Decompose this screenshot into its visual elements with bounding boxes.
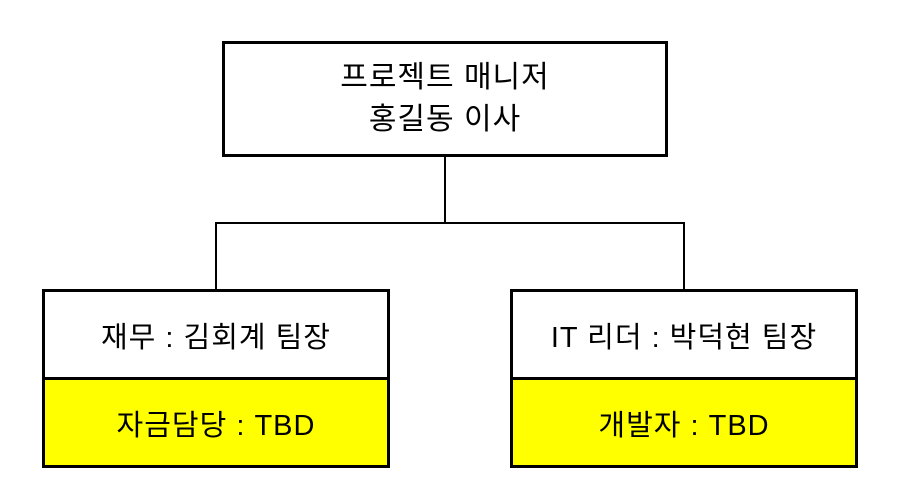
connector-horizontal-line — [215, 222, 685, 224]
finance-node-sub-highlighted: 자금담당 : TBD — [45, 377, 387, 465]
connector-root-drop-line — [444, 157, 446, 224]
root-node-project-manager: 프로젝트 매니저 홍길동 이사 — [222, 41, 668, 157]
it-node-sub-highlighted: 개발자 : TBD — [513, 377, 855, 465]
finance-node-title: 재무 : 김회계 팀장 — [101, 321, 331, 354]
finance-node: 재무 : 김회계 팀장 자금담당 : TBD — [42, 289, 390, 468]
root-node-title: 프로젝트 매니저 — [340, 61, 550, 94]
it-node-title: IT 리더 : 박덕현 팀장 — [550, 321, 818, 354]
root-node-person: 홍길동 이사 — [368, 103, 522, 136]
connector-left-drop-line — [215, 222, 217, 289]
it-node: IT 리더 : 박덕현 팀장 개발자 : TBD — [510, 289, 858, 468]
connector-right-drop-line — [683, 222, 685, 289]
